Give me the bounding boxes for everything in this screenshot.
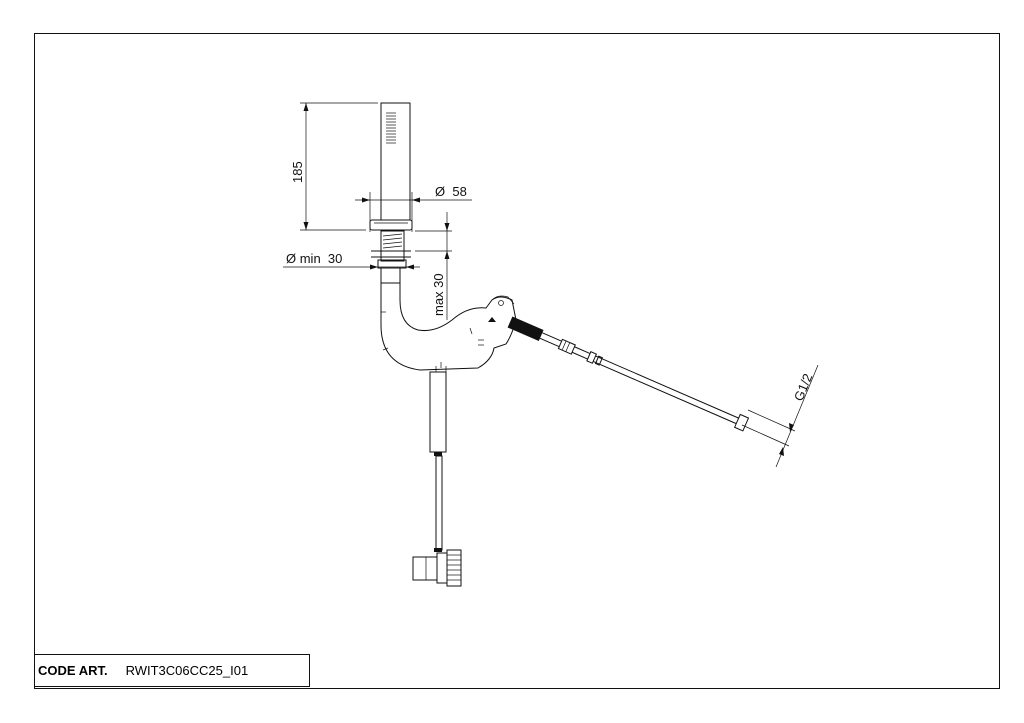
dimension-hole-label: Ø min 30 <box>286 251 342 266</box>
flange <box>369 219 413 231</box>
dimension-flange-diameter: Ø 58 <box>355 184 472 232</box>
dimension-max-thickness: max 30 <box>415 212 452 320</box>
code-value: RWIT3C06CC25_I01 <box>125 663 249 678</box>
drawing-frame <box>34 33 1000 689</box>
outlet-pipe <box>412 371 462 587</box>
supply-hose <box>507 316 750 432</box>
dimension-height-label: 185 <box>290 161 305 183</box>
dimension-flange-label: Ø 58 <box>435 184 467 199</box>
hand-shower <box>380 102 411 221</box>
dimension-thread-label: G1/2 <box>791 371 815 403</box>
title-block: CODE ART. RWIT3C06CC25_I01 <box>34 654 310 687</box>
dimension-hole-diameter: Ø min 30 <box>283 251 420 270</box>
dimension-height: 185 <box>290 102 378 231</box>
threaded-shank <box>371 230 411 284</box>
dimension-thread: G1/2 <box>741 364 819 468</box>
diverter-body <box>380 283 517 372</box>
dimension-max-label: max 30 <box>431 273 446 316</box>
logo-mark <box>488 317 496 322</box>
code-label: CODE ART. <box>38 663 108 678</box>
